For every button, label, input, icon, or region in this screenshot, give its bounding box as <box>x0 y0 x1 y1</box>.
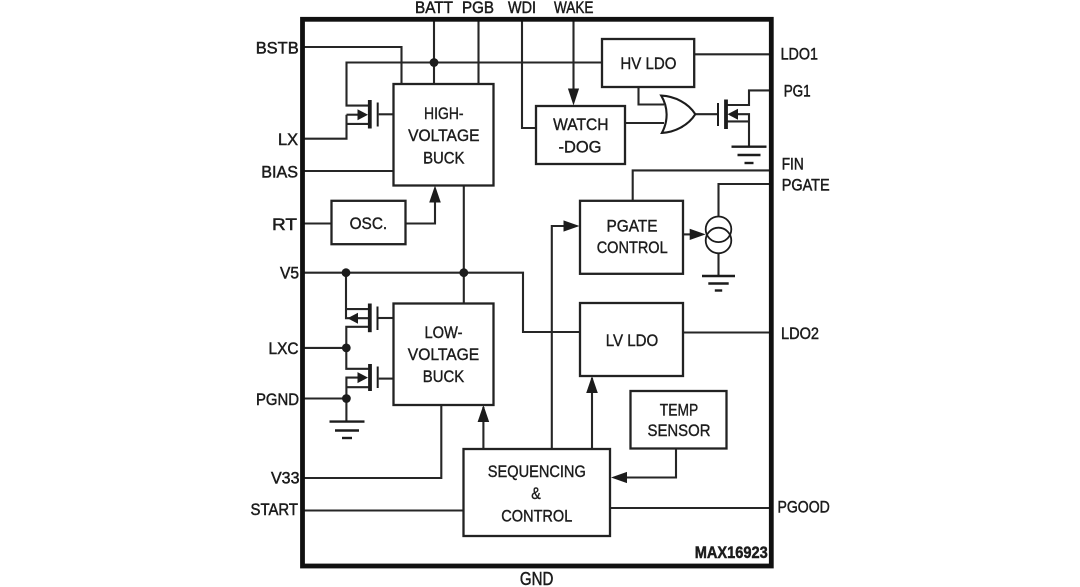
svg-text:PGOOD: PGOOD <box>778 498 830 517</box>
svg-text:PGND: PGND <box>256 390 299 409</box>
svg-text:BUCK: BUCK <box>423 367 465 386</box>
svg-text:START: START <box>251 500 299 519</box>
svg-text:TEMP: TEMP <box>660 400 698 419</box>
svg-text:LDO2: LDO2 <box>781 324 819 343</box>
svg-text:SENSOR: SENSOR <box>648 421 711 440</box>
svg-text:SEQUENCING: SEQUENCING <box>488 462 586 481</box>
svg-text:PGB: PGB <box>462 0 494 17</box>
svg-text:BSTB: BSTB <box>256 38 299 57</box>
svg-text:PG1: PG1 <box>784 81 811 100</box>
svg-text:LXC: LXC <box>269 339 299 358</box>
svg-text:FIN: FIN <box>782 155 804 174</box>
svg-text:BUCK: BUCK <box>423 148 465 167</box>
svg-text:CONTROL: CONTROL <box>597 238 668 257</box>
svg-text:LOW-: LOW- <box>425 323 463 342</box>
svg-text:WDI: WDI <box>508 0 536 17</box>
svg-text:HIGH-: HIGH- <box>424 104 464 123</box>
svg-text:LDO1: LDO1 <box>781 44 818 63</box>
svg-text:PGATE: PGATE <box>607 216 658 235</box>
svg-text:LX: LX <box>278 130 298 149</box>
svg-text:RT: RT <box>272 215 297 234</box>
svg-text:OSC.: OSC. <box>350 214 388 233</box>
svg-text:V33: V33 <box>271 468 300 487</box>
svg-text:CONTROL: CONTROL <box>501 506 572 525</box>
svg-text:GND: GND <box>520 569 554 587</box>
svg-text:BIAS: BIAS <box>261 162 298 181</box>
svg-text:MAX16923: MAX16923 <box>695 543 768 562</box>
svg-text:HV LDO: HV LDO <box>620 54 676 73</box>
svg-text:VOLTAGE: VOLTAGE <box>408 345 479 364</box>
svg-text:-DOG: -DOG <box>559 137 602 156</box>
svg-text:V5: V5 <box>280 264 299 283</box>
svg-text:PGATE: PGATE <box>782 175 830 194</box>
svg-text:VOLTAGE: VOLTAGE <box>408 126 479 145</box>
svg-text:WATCH: WATCH <box>553 115 608 134</box>
svg-text:LV LDO: LV LDO <box>606 331 659 350</box>
svg-text:&: & <box>531 484 541 503</box>
svg-text:WAKE: WAKE <box>554 0 594 17</box>
svg-text:BATT: BATT <box>415 0 453 17</box>
